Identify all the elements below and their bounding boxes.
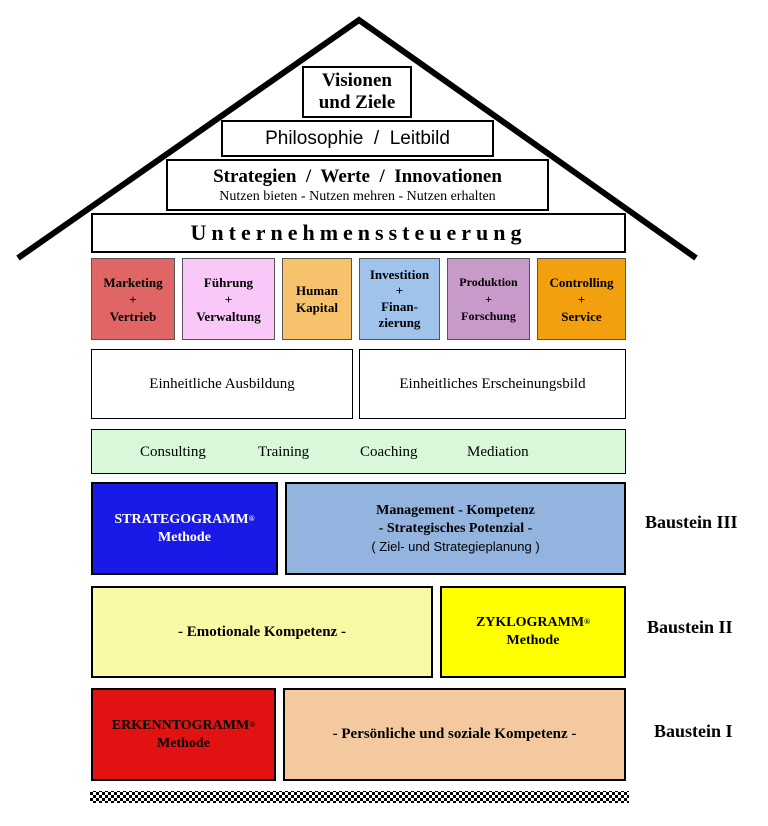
vision-line2: und Ziele xyxy=(318,92,396,113)
dept-investition: Investition + Finan- zierung xyxy=(359,258,440,340)
erscheinung-box: Einheitliches Erscheinungsbild xyxy=(359,349,626,419)
dept-marketing: Marketing + Vertrieb xyxy=(91,258,175,340)
baustein-1-label: Baustein I xyxy=(654,721,733,741)
dept-human-l2: Kapital xyxy=(296,300,338,315)
roof-line xyxy=(16,16,698,261)
service-coaching: Coaching xyxy=(360,444,418,460)
dept-investition-l1: Investition xyxy=(369,267,430,282)
services-box: Consulting Training Coaching Mediation xyxy=(91,429,626,474)
erkenntogramm-method: Methode xyxy=(157,735,210,751)
dept-fuehrung-l2: + xyxy=(224,291,233,307)
strategy-title: Strategien / Werte / Innovationen xyxy=(213,165,502,187)
persoenlich-box: - Persönliche und soziale Kompetenz - xyxy=(283,688,626,781)
strategy-subtitle: Nutzen bieten - Nutzen mehren - Nutzen e… xyxy=(219,188,496,204)
zyklogramm-method: Methode xyxy=(506,633,560,648)
strategy-box: Strategien / Werte / Innovationen Nutzen… xyxy=(166,159,549,211)
dept-controlling-l1: Controlling xyxy=(549,274,614,290)
philosophy-text: Philosophie / Leitbild xyxy=(265,127,450,149)
steering-box: Unternehmenssteuerung xyxy=(91,213,626,253)
erkenntogramm-box: ERKENNTOGRAMM® Methode xyxy=(91,688,276,781)
erkenntogramm-title: ERKENNTOGRAMM® xyxy=(112,717,255,735)
baustein-2-label: Baustein II xyxy=(647,617,733,637)
zyklogramm-title: ZYKLOGRAMM® xyxy=(476,614,590,632)
zyklogramm-name: ZYKLOGRAMM xyxy=(475,615,585,630)
dept-investition-l4: zierung xyxy=(378,315,421,330)
philosophy-box: Philosophie / Leitbild xyxy=(221,120,494,157)
dept-controlling-l3: Service xyxy=(561,308,602,324)
dept-controlling: Controlling + Service xyxy=(537,258,626,340)
dept-marketing-l1: Marketing xyxy=(103,274,163,290)
dept-fuehrung: Führung + Verwaltung xyxy=(182,258,275,340)
zyklogramm-reg: ® xyxy=(584,617,591,626)
management-box: Management - Kompetenz - Strategisches P… xyxy=(285,482,626,575)
erkenntogramm-reg: ® xyxy=(249,719,256,729)
strategogramm-box: STRATEGOGRAMM® Methode xyxy=(91,482,278,575)
dept-human: Human Kapital xyxy=(282,258,352,340)
foundation-bar xyxy=(90,791,629,803)
baustein-3-label: Baustein III xyxy=(645,512,738,532)
dept-investition-l3: Finan- xyxy=(381,299,418,314)
vision-box: Visionen und Ziele xyxy=(302,66,412,118)
emotional-text: - Emotionale Kompetenz - xyxy=(178,623,346,640)
dept-produktion: Produktion + Forschung xyxy=(447,258,530,340)
ausbildung-text: Einheitliche Ausbildung xyxy=(149,375,295,392)
dept-produktion-l1: Produktion xyxy=(459,274,518,289)
management-line1: Management - Kompetenz xyxy=(376,502,535,518)
service-consulting: Consulting xyxy=(140,444,206,460)
emotional-box: - Emotionale Kompetenz - xyxy=(91,586,433,678)
dept-controlling-l2: + xyxy=(577,291,586,307)
steering-text: Unternehmenssteuerung xyxy=(190,220,527,245)
erkenntogramm-name: ERKENNTOGRAMM xyxy=(111,717,250,733)
vision-line1: Visionen xyxy=(321,70,393,91)
dept-produktion-l2: + xyxy=(485,291,492,306)
dept-human-l1: Human xyxy=(296,283,338,298)
strategogramm-reg: ® xyxy=(248,513,255,523)
persoenlich-text: - Persönliche und soziale Kompetenz - xyxy=(332,726,577,742)
dept-fuehrung-l3: Verwaltung xyxy=(196,308,261,324)
erscheinung-text: Einheitliches Erscheinungsbild xyxy=(399,375,586,392)
zyklogramm-box: ZYKLOGRAMM® Methode xyxy=(440,586,626,678)
management-line3: ( Ziel- und Strategieplanung ) xyxy=(371,538,540,554)
service-training: Training xyxy=(258,444,310,460)
service-mediation: Mediation xyxy=(467,444,529,460)
ausbildung-box: Einheitliche Ausbildung xyxy=(91,349,353,419)
management-line2: - Strategisches Potenzial - xyxy=(378,520,533,536)
dept-marketing-l2: + xyxy=(129,291,137,307)
dept-investition-l2: + xyxy=(395,283,404,298)
dept-produktion-l3: Forschung xyxy=(461,308,516,323)
strategogramm-name: STRATEGOGRAMM xyxy=(114,511,249,527)
strategogramm-method: Methode xyxy=(158,529,211,545)
strategogramm-title: STRATEGOGRAMM® xyxy=(114,511,254,529)
dept-marketing-l3: Vertrieb xyxy=(109,308,157,324)
dept-fuehrung-l1: Führung xyxy=(203,274,254,290)
